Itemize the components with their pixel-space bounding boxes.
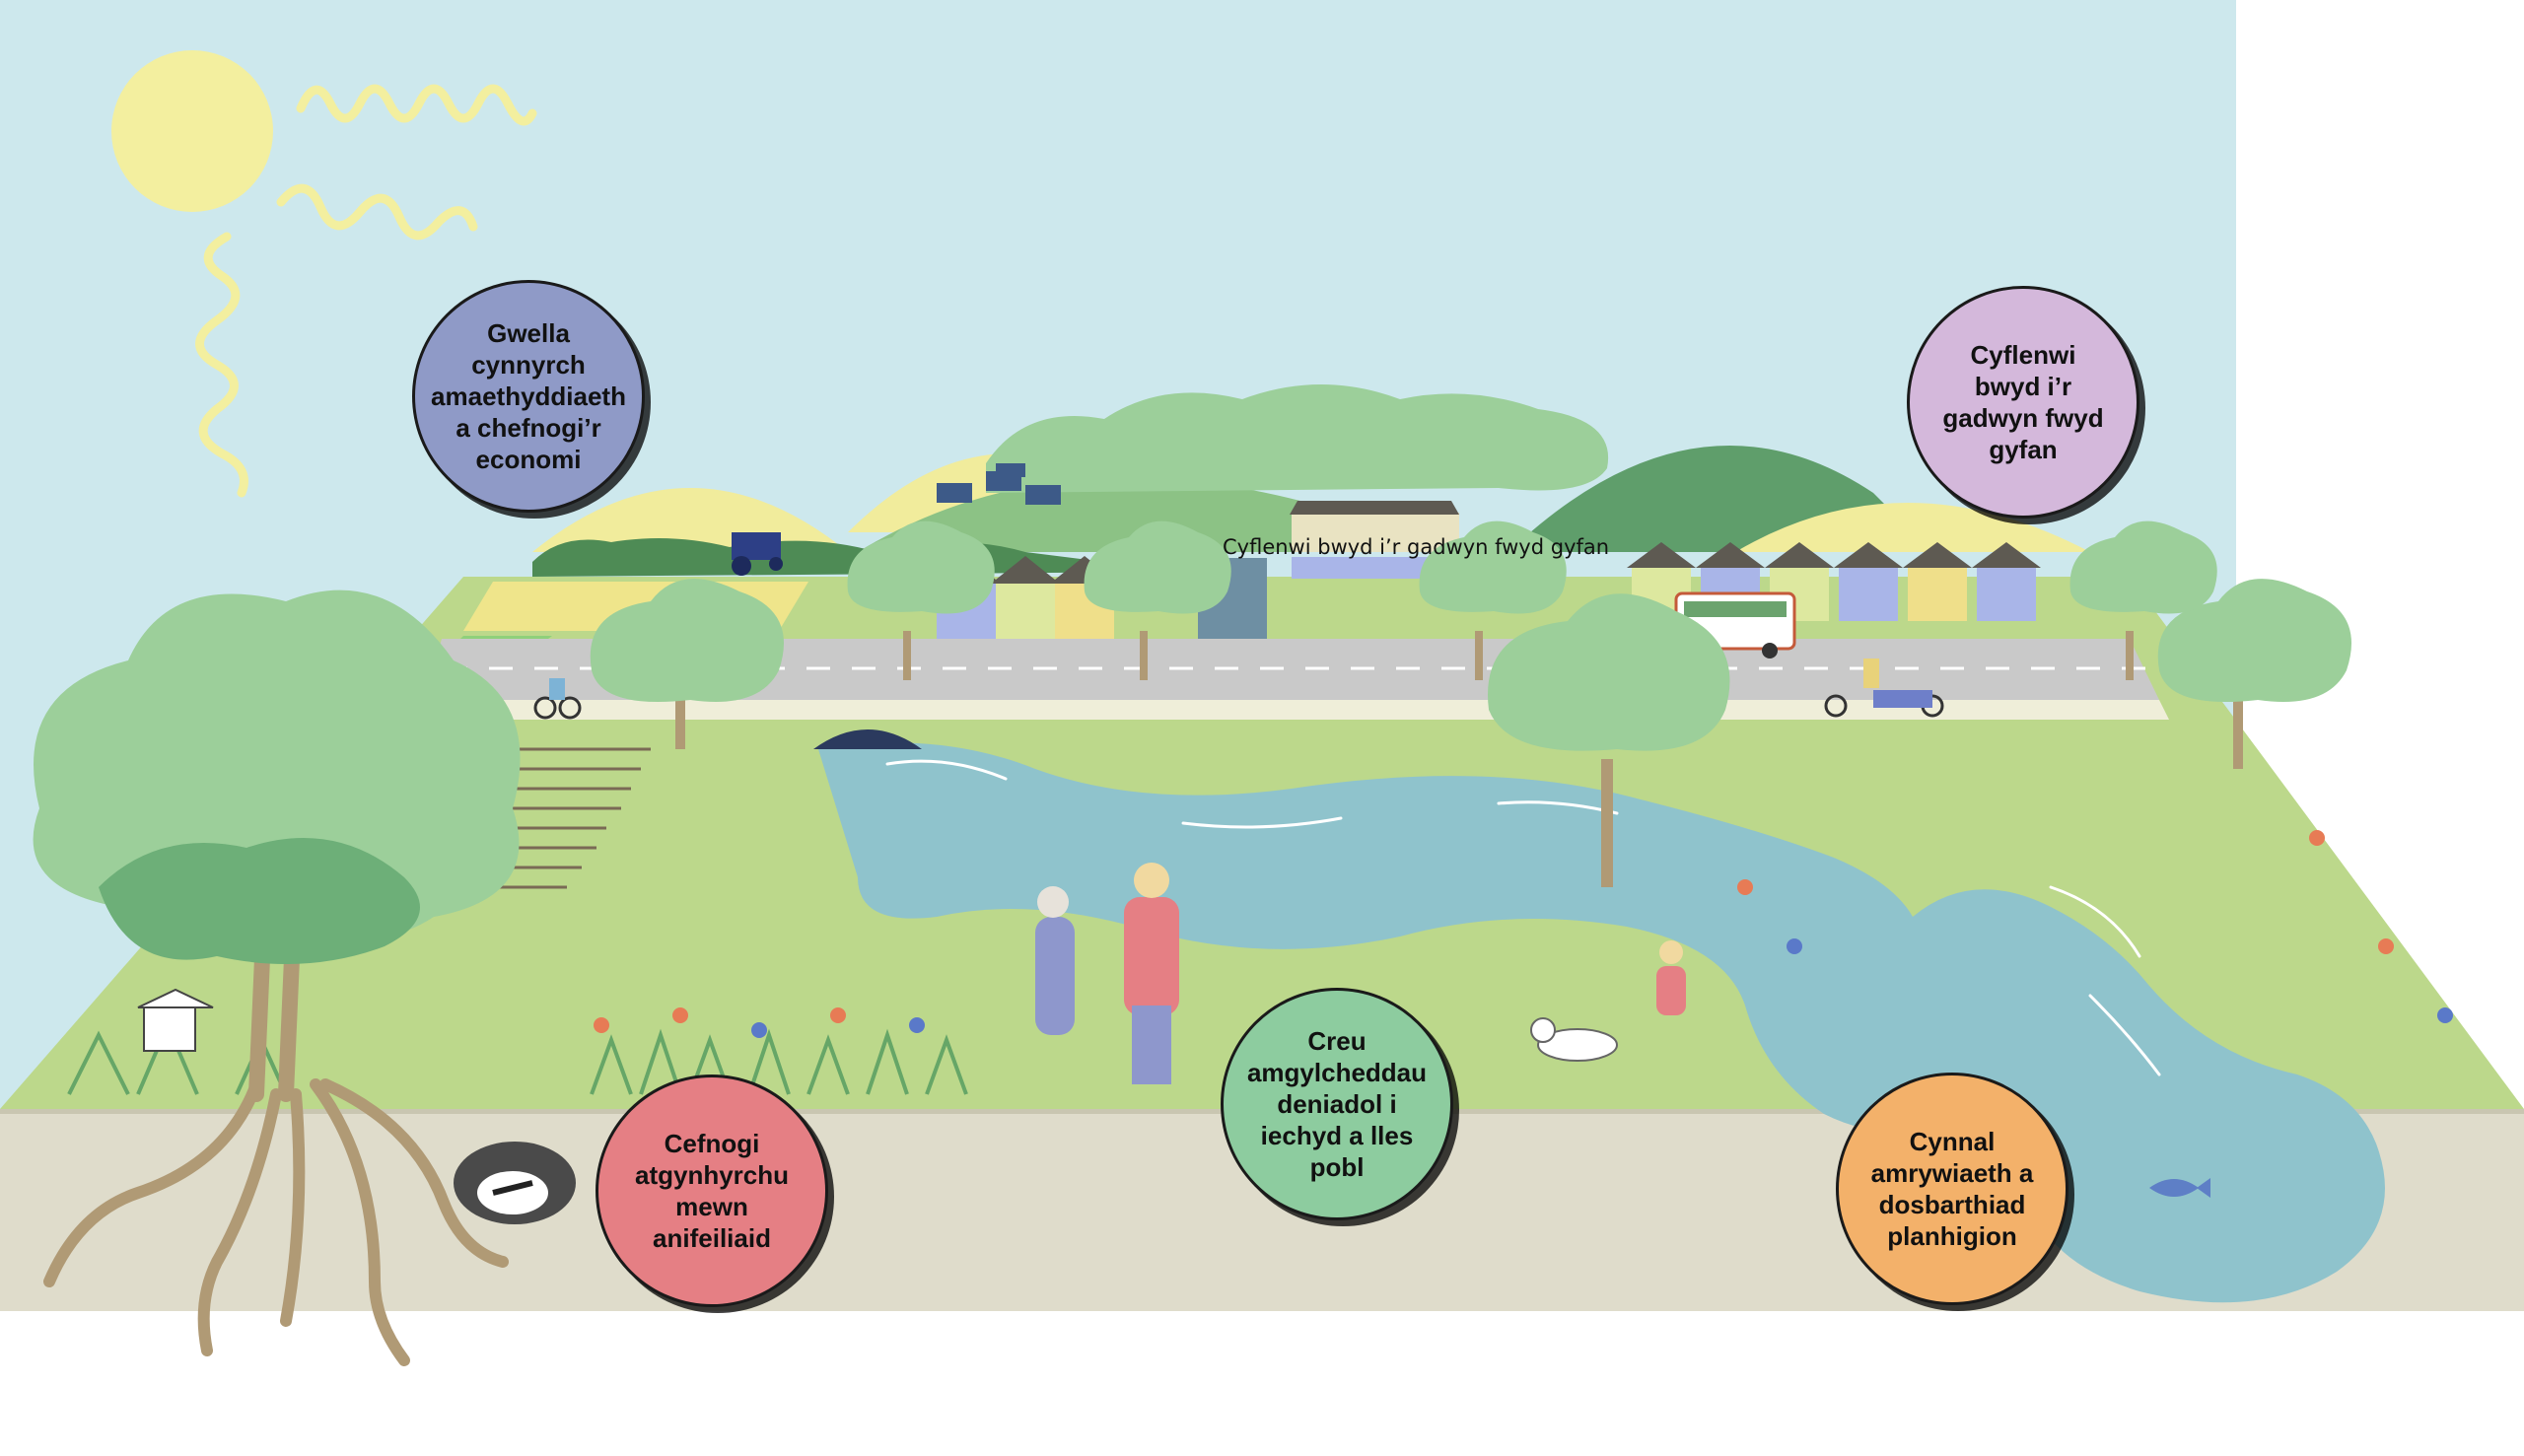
hill <box>858 477 1400 552</box>
tractor-icon <box>732 532 783 576</box>
sun-ray <box>296 84 537 126</box>
fish-icon <box>2149 1178 2210 1198</box>
child-icon <box>1656 940 1686 1015</box>
pavement <box>414 700 2169 720</box>
cyclist-icon <box>533 678 582 720</box>
hedge <box>986 384 1609 493</box>
bubble-plant-diversity: Cynnal amrywiaeth a dosbarthiad planhigi… <box>1836 1073 2068 1305</box>
person-couple <box>1035 863 1179 1084</box>
badger-burrow-icon <box>454 1142 576 1224</box>
bubble-text: Cynnal amrywiaeth a dosbarthiad planhigi… <box>1870 1127 2034 1251</box>
tree-roots <box>43 1078 509 1366</box>
cargo-bike-icon <box>1824 659 1944 718</box>
bubble-text: Cyflenwi bwyd i’r gadwyn fwyd gyfan <box>1942 340 2104 464</box>
river-ripple <box>885 759 2161 1076</box>
sun-icon <box>111 50 273 212</box>
river <box>818 742 2385 1303</box>
bubble-food-chain: Cyflenwi bwyd i’r gadwyn fwyd gyfan <box>1907 286 2139 519</box>
bubble-health-wellbeing: Creu amgylcheddau deniadol i iechyd a ll… <box>1221 988 1453 1220</box>
bubble-agriculture-economy: Gwella cynnyrch amaethyddiaeth a chefnog… <box>412 280 645 513</box>
houses-back <box>1290 501 1459 579</box>
trees <box>590 520 2351 887</box>
solar-panels-icon <box>937 463 1061 505</box>
bubble-text: Cefnogi atgynhyrchu mewn anifeiliaid <box>634 1129 790 1253</box>
dog-icon <box>1530 1017 1618 1062</box>
tree-canopy-shade <box>99 838 420 964</box>
bridge <box>813 729 922 749</box>
bubble-text: Creu amgylcheddau deniadol i iechyd a ll… <box>1246 1026 1428 1182</box>
beehive-icon <box>137 988 214 1052</box>
sun-ray <box>195 232 248 498</box>
mid-caption: Cyflenwi bwyd i’r gadwyn fwyd gyfan <box>1223 535 1610 559</box>
sun-ray <box>276 183 478 241</box>
bubble-animal-reproduction: Cefnogi atgynhyrchu mewn anifeiliaid <box>596 1075 828 1307</box>
flower-meadow <box>67 830 2453 1095</box>
hill <box>1735 503 2090 552</box>
bubble-text: Gwella cynnyrch amaethyddiaeth a chefnog… <box>431 318 626 474</box>
